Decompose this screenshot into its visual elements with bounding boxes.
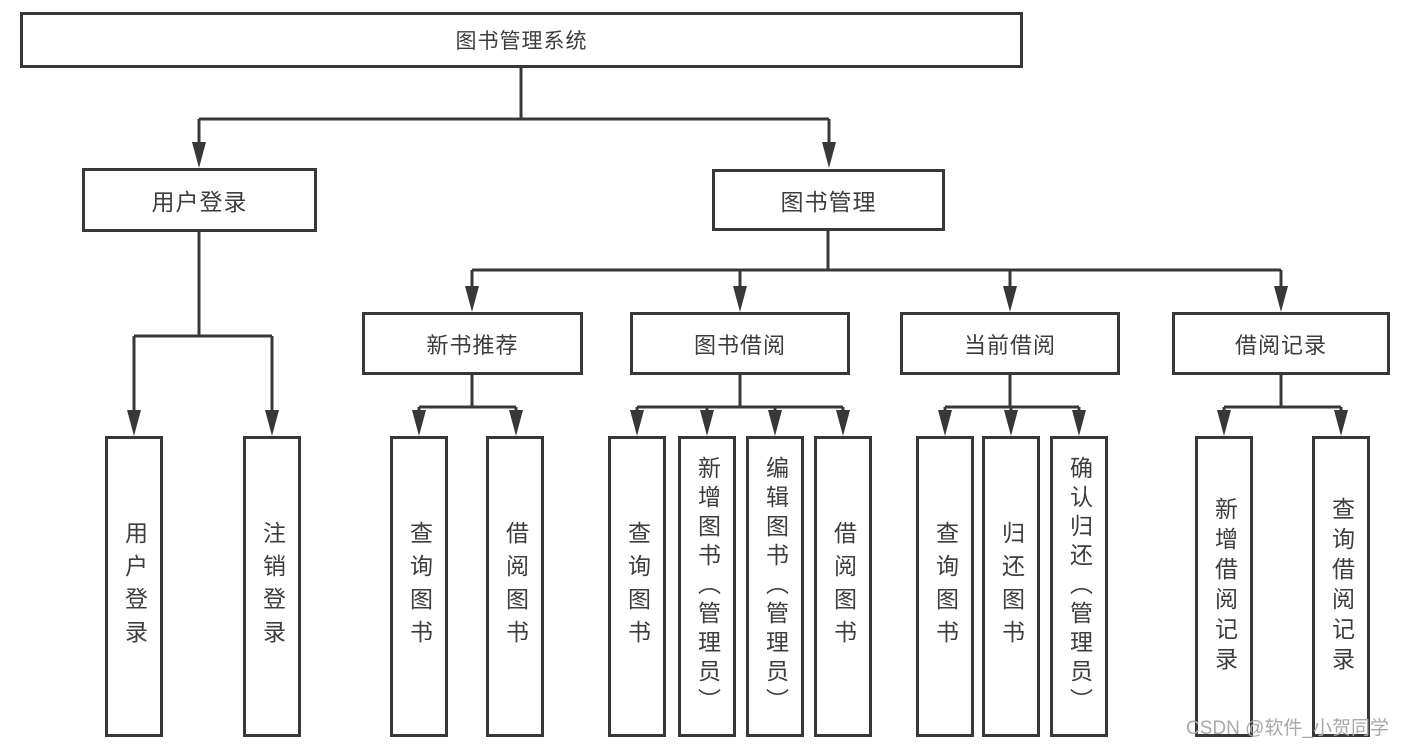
leaf-query-book-recommend-label: 查询图书 [406, 520, 433, 653]
leaf-borrow-book-borrowing-label: 借阅图书 [830, 520, 857, 653]
node-current-borrowing: 当前借阅 [900, 312, 1120, 375]
node-book-borrowing: 图书借阅 [630, 312, 850, 375]
node-user-login: 用户登录 [82, 168, 317, 232]
leaf-add-borrow-record: 新增借阅记录 [1195, 436, 1253, 737]
tree-edges [132, 66, 1343, 418]
leaf-add-book-admin-label: 新增图书（管理员） [694, 456, 721, 717]
leaf-return-book-label: 归还图书 [998, 520, 1025, 653]
csdn-watermark: CSDN @软件_小贺同学 [1186, 718, 1389, 739]
node-borrowing-records: 借阅记录 [1172, 312, 1390, 375]
leaf-query-borrow-record-label: 查询借阅记录 [1328, 496, 1355, 677]
leaf-query-book-current-label: 查询图书 [932, 520, 959, 653]
leaf-borrow-book-recommend-label: 借阅图书 [502, 520, 529, 653]
leaf-add-book-admin: 新增图书（管理员） [678, 436, 736, 737]
arrowheads [127, 142, 1348, 436]
leaf-query-book-recommend: 查询图书 [390, 436, 448, 737]
leaf-query-book-borrowing: 查询图书 [608, 436, 666, 737]
leaf-borrow-book-borrowing: 借阅图书 [814, 436, 872, 737]
leaf-return-book: 归还图书 [982, 436, 1040, 737]
leaf-logout: 注销登录 [243, 436, 301, 737]
leaf-confirm-return-admin: 确认归还（管理员） [1050, 436, 1108, 737]
leaf-query-borrow-record: 查询借阅记录 [1312, 436, 1370, 737]
node-root-system: 图书管理系统 [20, 12, 1023, 68]
leaf-query-book-current: 查询图书 [916, 436, 974, 737]
node-new-book-recommend: 新书推荐 [362, 312, 583, 375]
leaf-user-login-label: 用户登录 [121, 520, 148, 653]
leaf-add-borrow-record-label: 新增借阅记录 [1211, 496, 1238, 677]
leaf-query-book-borrowing-label: 查询图书 [624, 520, 651, 653]
leaf-edit-book-admin: 编辑图书（管理员） [746, 436, 804, 737]
leaf-user-login: 用户登录 [105, 436, 163, 737]
leaf-confirm-return-admin-label: 确认归还（管理员） [1066, 456, 1093, 717]
leaf-borrow-book-recommend: 借阅图书 [486, 436, 544, 737]
leaf-edit-book-admin-label: 编辑图书（管理员） [762, 456, 789, 717]
leaf-logout-label: 注销登录 [259, 520, 286, 653]
node-book-management: 图书管理 [712, 169, 945, 231]
